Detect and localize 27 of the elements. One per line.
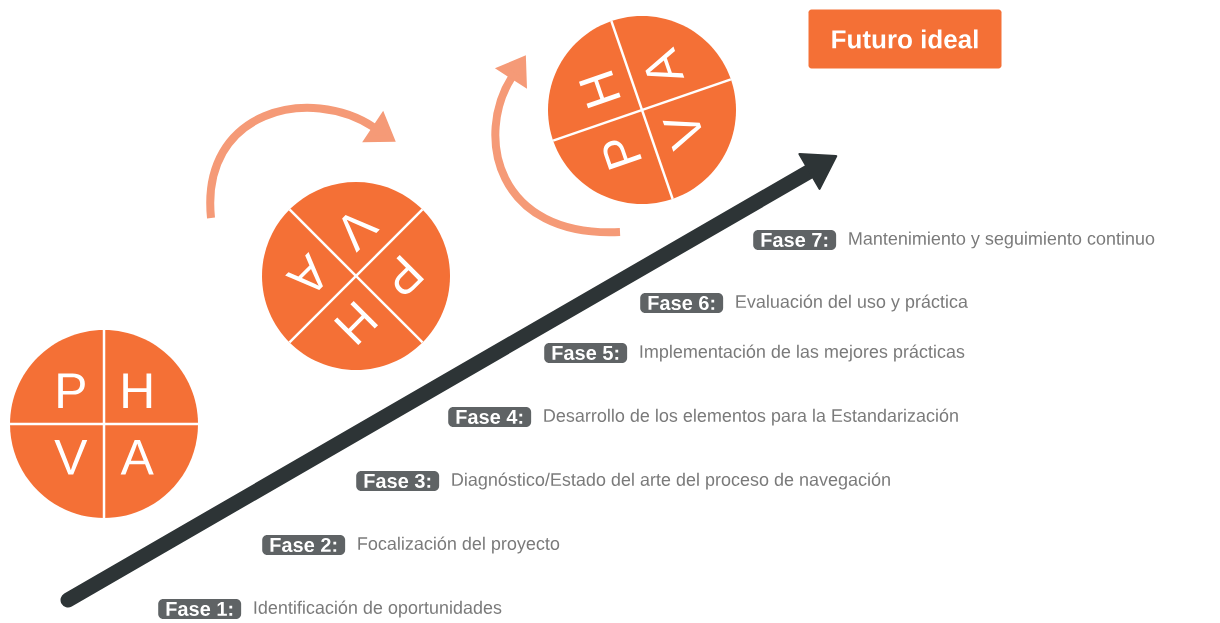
phase-badge: Fase 2: [262, 534, 346, 556]
phase-description: Focalización del proyecto [358, 536, 560, 554]
circle-letter: P [603, 140, 642, 170]
phase-description: Evaluación del uso y práctica [736, 294, 968, 312]
phase-description: Diagnóstico/Estado del arte del proceso de navegación [452, 472, 890, 490]
circle-letter: H [123, 373, 152, 408]
circle-letter: A [285, 252, 323, 291]
circle-letter: H [333, 300, 379, 346]
title-box: Futuro ideal [808, 9, 1002, 69]
phase-badge: Fase 7: [753, 230, 837, 250]
phase-description: Identificación de oportunidades [254, 600, 502, 618]
circle-letter: P [394, 254, 425, 294]
circle-letter: A [120, 440, 154, 475]
circle-letter: V [54, 440, 88, 475]
circle-letter: V [342, 215, 380, 253]
phase-badge: Fase 1: [158, 599, 242, 619]
phase-badge: Fase 3: [356, 470, 440, 492]
phase-badge: Fase 6: [640, 292, 724, 314]
phase-badge: Fase 4: [448, 407, 532, 427]
phase-badge: Fase 5: [544, 343, 628, 363]
circle-letter: A [645, 46, 685, 78]
circle-letter: H [579, 70, 621, 109]
phase-description: Mantenimiento y seguimiento continuo [849, 231, 1155, 249]
phase-description: Desarrollo de los elementos para la Estandarización [544, 408, 958, 426]
circle-letter: V [662, 120, 702, 152]
phase-description: Implementación de las mejores prácticas [640, 344, 965, 362]
circle-letter: P [58, 373, 85, 408]
